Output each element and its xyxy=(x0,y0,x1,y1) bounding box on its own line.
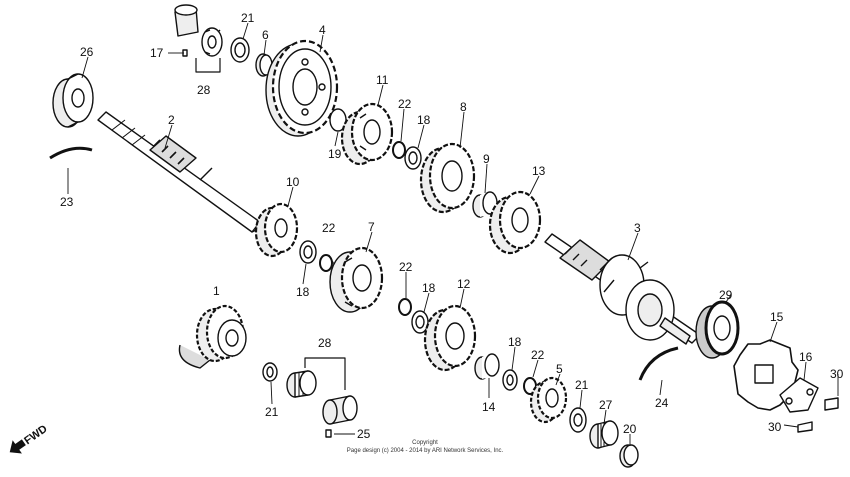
bushing-14 xyxy=(474,353,500,380)
part-number: 9 xyxy=(483,152,490,166)
part-number: 25 xyxy=(357,427,371,441)
part-number: 13 xyxy=(532,164,546,178)
part-number: 29 xyxy=(719,288,733,302)
circlip-22-mid-left xyxy=(319,254,333,272)
gear-11 xyxy=(340,102,394,166)
part-number: 8 xyxy=(460,100,467,114)
part-number: 6 xyxy=(262,28,269,42)
gear-4 xyxy=(265,39,339,137)
gear-5 xyxy=(529,376,568,424)
gear-8 xyxy=(419,142,476,214)
part-number: 1 xyxy=(213,284,220,298)
leader-lines xyxy=(67,22,839,446)
part-number: 22 xyxy=(322,221,336,235)
part-number: 17 xyxy=(150,46,164,60)
gear-12 xyxy=(423,304,477,372)
part-number: 22 xyxy=(399,260,413,274)
oil-seal-29 xyxy=(695,300,740,359)
copyright-title: Copyright xyxy=(412,440,438,446)
fwd-label: FWD xyxy=(22,423,49,447)
gear-7 xyxy=(329,246,384,313)
part-number: 14 xyxy=(482,400,496,414)
bolt-30-right xyxy=(824,397,839,411)
part-number: 16 xyxy=(799,350,813,364)
part-number: 20 xyxy=(623,422,637,436)
part-number: 22 xyxy=(531,348,545,362)
part-number: 28 xyxy=(197,83,211,97)
circlip-24 xyxy=(638,346,679,381)
part-number: 21 xyxy=(241,11,255,25)
fwd-arrow-icon xyxy=(9,439,26,454)
fwd-indicator: FWD xyxy=(9,423,50,454)
part-number: 30 xyxy=(830,367,844,381)
gear-13 xyxy=(488,190,542,255)
part-number: 5 xyxy=(556,362,563,376)
part-number: 4 xyxy=(319,23,326,37)
bolt-30-lower xyxy=(797,421,813,433)
part-number: 15 xyxy=(770,310,784,324)
part-number: 2 xyxy=(168,113,175,127)
circlip-23 xyxy=(49,146,93,160)
part-number: 30 xyxy=(768,420,782,434)
part-number: 11 xyxy=(376,73,389,87)
part-number: 26 xyxy=(80,45,94,59)
part-number: 3 xyxy=(634,221,641,235)
circlip-22-lower xyxy=(523,377,537,395)
part-number: 23 xyxy=(60,195,74,209)
part-number: 18 xyxy=(417,113,431,127)
bushing-28-lower xyxy=(322,395,358,425)
mainshaft xyxy=(97,111,262,233)
bushing-28-upper xyxy=(174,4,223,57)
part-number: 21 xyxy=(265,405,279,419)
gear-1 xyxy=(178,304,247,369)
pin-25 xyxy=(325,429,332,438)
part-number: 28 xyxy=(318,336,332,350)
part-number: 19 xyxy=(328,147,342,161)
part-number: 22 xyxy=(398,97,412,111)
gear-10 xyxy=(254,202,299,258)
part-number: 24 xyxy=(655,396,669,410)
fixing-plate-16 xyxy=(779,377,819,413)
part-number: 27 xyxy=(599,398,613,412)
copyright-text: Page design (c) 2004 - 2014 by ARI Netwo… xyxy=(346,448,504,454)
needle-bearing-27 xyxy=(589,420,619,449)
countershaft xyxy=(544,233,701,345)
needle-bearing-28-lower xyxy=(286,370,317,398)
part-number: 10 xyxy=(286,175,300,189)
part-labels: 1 2 3 4 5 6 7 8 9 10 11 12 13 14 15 16 1… xyxy=(60,11,844,441)
bearing-26 xyxy=(52,73,94,128)
part-number: 18 xyxy=(422,281,436,295)
circlip-22-upper xyxy=(392,141,406,159)
part-number: 18 xyxy=(296,285,310,299)
part-number: 21 xyxy=(575,378,589,392)
circlip-22-mid-right xyxy=(398,298,412,316)
copyright-notice: Copyright Page design (c) 2004 - 2014 by… xyxy=(300,439,550,455)
part-number: 18 xyxy=(508,335,522,349)
part-number: 7 xyxy=(368,220,375,234)
part-number: 12 xyxy=(457,277,471,291)
